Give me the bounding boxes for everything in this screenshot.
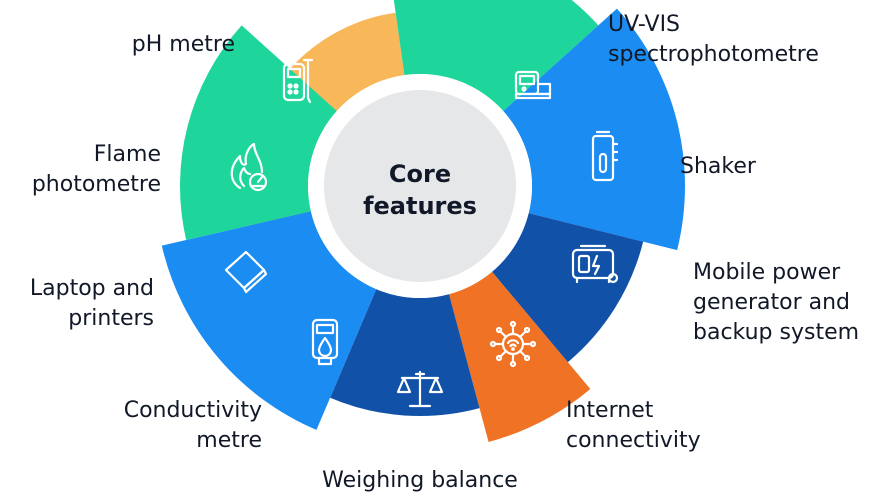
label-conduct: Conductivity metre: [124, 396, 262, 456]
generator-icon: [571, 244, 619, 284]
conductivity-meter-icon: [311, 318, 339, 366]
center-title: Core features: [340, 158, 500, 222]
segment-conduct: [330, 289, 480, 416]
network-icon: [489, 320, 537, 368]
label-flame-line-2: photometre: [31, 172, 161, 197]
label-weighing: Weighing balance: [0, 466, 840, 496]
label-weighing-line-1: Weighing balance: [322, 468, 518, 493]
balance-scale-icon: [396, 370, 444, 408]
label-laptop-line-1: Laptop and: [29, 276, 154, 301]
label-power: Mobile power generator and backup system: [693, 258, 859, 348]
label-laptop: Laptop and printers: [30, 274, 154, 334]
label-ph: pH metre: [132, 30, 235, 60]
segment-flame: [179, 25, 337, 240]
ph-meter-icon: [282, 58, 314, 104]
shaker-icon: [591, 130, 619, 182]
feature-segments: [161, 0, 685, 442]
segment-power: [503, 8, 685, 251]
center-title-line-2: features: [363, 192, 477, 220]
label-power-line-2: generator and: [693, 290, 851, 315]
label-uvvis-line-2: spectrophotometre: [608, 42, 819, 67]
feature-icons: [224, 58, 619, 408]
label-internet-line-1: Internet: [566, 398, 654, 423]
label-flame-line-1: Flame: [93, 142, 161, 167]
spectrophotometer-icon: [514, 70, 552, 100]
segment-laptop: [161, 211, 377, 430]
segment-shaker: [393, 0, 599, 112]
label-flame: Flame photometre: [32, 140, 161, 200]
label-laptop-line-2: printers: [68, 306, 154, 331]
label-internet: Internet connectivity: [566, 396, 701, 456]
label-conduct-line-1: Conductivity: [123, 398, 262, 423]
label-shaker-line-1: Shaker: [680, 154, 756, 179]
segment-weighing: [448, 271, 591, 442]
label-internet-line-2: connectivity: [566, 428, 701, 453]
flame-icon: [230, 142, 268, 192]
laptop-icon: [224, 250, 268, 294]
center-circle: [324, 90, 516, 282]
label-ph-line-1: pH metre: [131, 32, 235, 57]
label-uvvis-line-1: UV-VIS: [608, 12, 681, 37]
label-power-line-3: backup system: [693, 320, 860, 345]
label-power-line-1: Mobile power: [693, 260, 841, 285]
center-title-line-1: Core: [388, 160, 452, 188]
label-shaker: Shaker: [680, 152, 756, 182]
label-uvvis: UV-VIS spectrophotometre: [608, 10, 819, 70]
label-conduct-line-2: metre: [196, 428, 262, 453]
